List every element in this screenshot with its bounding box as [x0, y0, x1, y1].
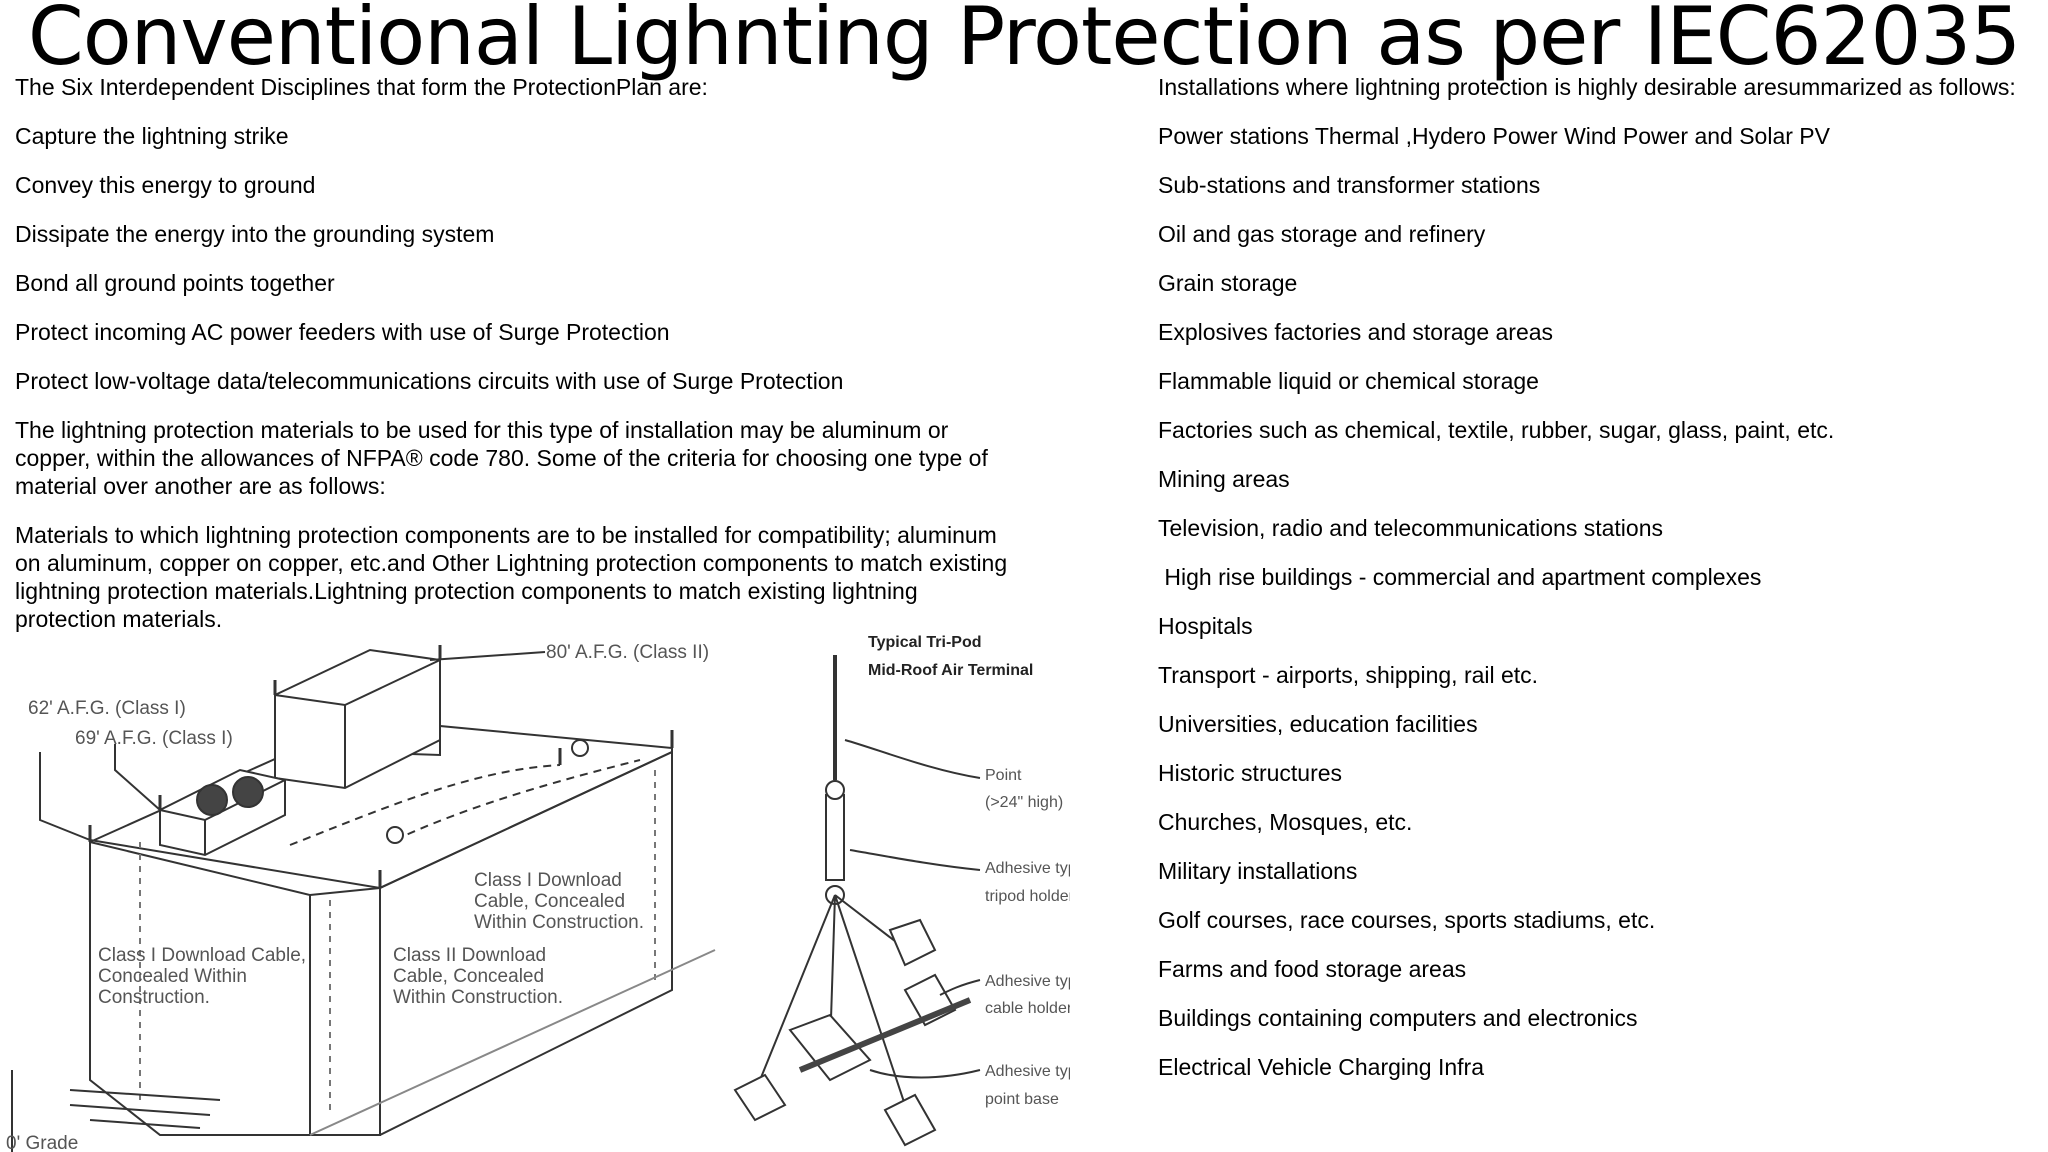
tripod-holder-label-line1: Adhesive type — [985, 860, 1070, 877]
installation-item: Explosives factories and storage areas — [1158, 319, 1554, 345]
label-class2-download-line3: Within Construction. — [393, 987, 563, 1008]
label-class1-download-line1: Class I Download — [474, 870, 622, 891]
discipline-item: Bond all ground points together — [15, 270, 335, 296]
installation-item: Transport - airports, shipping, rail etc… — [1158, 662, 1539, 688]
building-drawing — [11, 645, 716, 1152]
installation-item: Historic structures — [1158, 760, 1343, 786]
point-label-line1: Point — [985, 767, 1022, 784]
discipline-item: Dissipate the energy into the grounding … — [15, 221, 495, 247]
tripod-air-terminal-drawing — [39, 651, 981, 1147]
installation-item: Oil and gas storage and refinery — [1158, 221, 1486, 247]
installation-item: Churches, Mosques, etc. — [1158, 809, 1413, 835]
label-62-afg: 62' A.F.G. (Class I) — [28, 698, 186, 719]
label-class2-download-line2: Cable, Concealed — [393, 966, 544, 987]
label-class2-download-line1: Class II Download — [393, 945, 546, 966]
tripod-title-line1: Typical Tri-Pod — [868, 634, 982, 651]
installation-item: Flammable liquid or chemical storage — [1158, 368, 1539, 394]
installation-item: Farms and food storage areas — [1158, 956, 1467, 982]
point-base-label-line1: Adhesive type — [985, 1063, 1070, 1080]
lightning-protection-diagram: 80' A.F.G. (Class II) 62' A.F.G. (Class … — [6, 634, 1070, 1152]
installation-item: Mining areas — [1158, 466, 1290, 492]
installation-item: Television, radio and telecommunications… — [1158, 515, 1663, 541]
discipline-item: Protect low-voltage data/telecommunicati… — [15, 368, 844, 394]
installations-intro: Installations where lightning protection… — [1158, 74, 2016, 100]
installation-item: Buildings containing computers and elect… — [1158, 1005, 1638, 1031]
point-base-label-line2: point base — [985, 1091, 1059, 1108]
installation-item: Universities, education facilities — [1158, 711, 1478, 737]
label-80-afg: 80' A.F.G. (Class II) — [546, 642, 709, 663]
diagram-labels: 80' A.F.G. (Class II) 62' A.F.G. (Class … — [6, 634, 1070, 1152]
right-column: Installations where lightning protection… — [1158, 73, 2038, 1081]
installation-item: Factories such as chemical, textile, rub… — [1158, 417, 1835, 443]
installation-item: Golf courses, race courses, sports stadi… — [1158, 907, 1656, 933]
installation-item: Power stations Thermal ,Hydero Power Win… — [1158, 123, 1830, 149]
label-left-download-line2: Concealed Within — [98, 966, 247, 987]
installation-item: Hospitals — [1158, 613, 1253, 639]
label-left-download-line1: Class I Download Cable, — [98, 945, 306, 966]
label-left-download-line3: Construction. — [98, 987, 210, 1008]
disciplines-intro: The Six Interdependent Disciplines that … — [15, 74, 708, 100]
discipline-item: Convey this energy to ground — [15, 172, 316, 198]
discipline-item: Protect incoming AC power feeders with u… — [15, 319, 670, 345]
installation-item: Electrical Vehicle Charging Infra — [1158, 1054, 1484, 1080]
left-column: The Six Interdependent Disciplines that … — [15, 73, 1025, 633]
label-class1-download-line3: Within Construction. — [474, 912, 644, 933]
installation-item: Military installations — [1158, 858, 1358, 884]
materials-paragraph: The lightning protection materials to be… — [15, 417, 988, 499]
compatibility-paragraph: Materials to which lightning protection … — [15, 522, 1008, 632]
installation-item: Sub-stations and transformer stations — [1158, 172, 1541, 198]
tripod-holder-label-line2: tripod holder — [985, 888, 1070, 905]
installation-item: High rise buildings - commercial and apa… — [1158, 564, 1762, 590]
label-69-afg: 69' A.F.G. (Class I) — [75, 728, 233, 749]
installation-item: Grain storage — [1158, 270, 1298, 296]
point-label-line2: (>24" high) — [985, 794, 1063, 811]
slide-title: Conventional Lighnting Protection as per… — [27, 0, 2021, 83]
cable-holder-label-line1: Adhesive type — [985, 973, 1070, 990]
tripod-title-line2: Mid-Roof Air Terminal — [868, 662, 1033, 679]
label-grade: 0' Grade — [6, 1133, 78, 1152]
label-class1-download-line2: Cable, Concealed — [474, 891, 625, 912]
discipline-item: Capture the lightning strike — [15, 123, 289, 149]
cable-holder-label-line2: cable holder — [985, 1000, 1070, 1017]
